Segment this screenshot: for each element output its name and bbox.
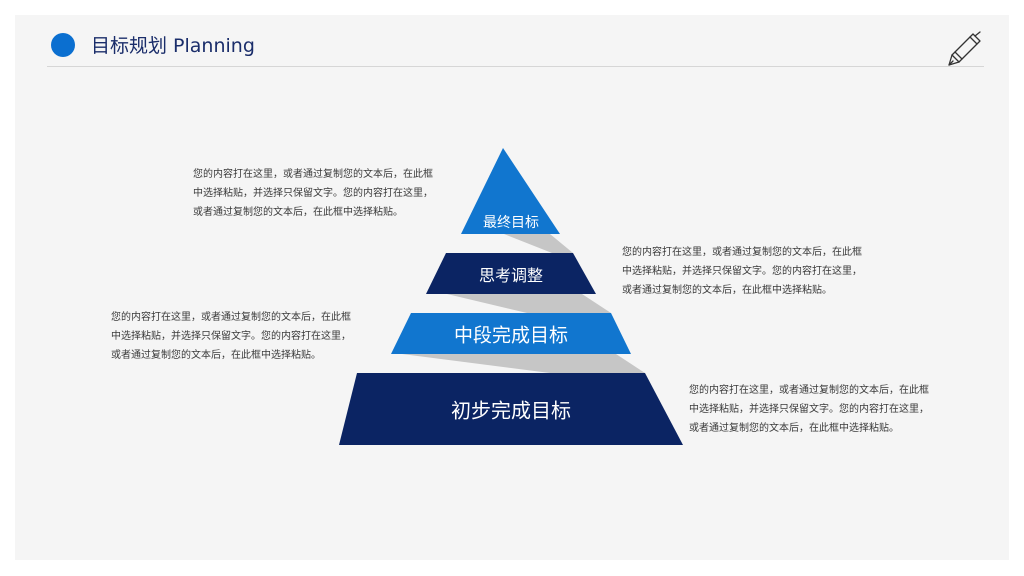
pyramid-level-1-shape — [461, 148, 560, 234]
pyramid-level-4-label: 初步完成目标 — [451, 398, 571, 423]
pyramid-level-4-shape — [339, 373, 683, 445]
pen-icon — [948, 31, 981, 66]
pyramid-connector-2 — [447, 294, 611, 313]
pyramid-level-1-label: 最终目标 — [483, 215, 539, 231]
pyramid-level-2-shape — [426, 253, 596, 294]
description-level-4: 您的内容打在这里，或者通过复制您的文本后，在此框 中选择粘贴，并选择只保留文字。… — [689, 385, 929, 434]
title-divider — [47, 66, 984, 67]
pyramid-level-3-label: 中段完成目标 — [453, 324, 569, 347]
description-level-2: 您的内容打在这里，或者通过复制您的文本后，在此框 中选择粘贴，并选择只保留文字。… — [622, 247, 862, 296]
page-title: 目标规划 Planning — [91, 35, 255, 57]
title-circle-icon — [51, 33, 75, 57]
description-level-1: 您的内容打在这里，或者通过复制您的文本后，在此框 中选择粘贴，并选择只保留文字。… — [193, 169, 433, 218]
description-level-3: 您的内容打在这里，或者通过复制您的文本后，在此框 中选择粘贴，并选择只保留文字。… — [111, 312, 351, 361]
pyramid-connector-3 — [402, 354, 645, 373]
pyramid-level-3-shape — [391, 313, 631, 354]
pyramid-connector-1 — [504, 234, 573, 253]
pyramid-level-2-label: 思考调整 — [478, 266, 544, 285]
